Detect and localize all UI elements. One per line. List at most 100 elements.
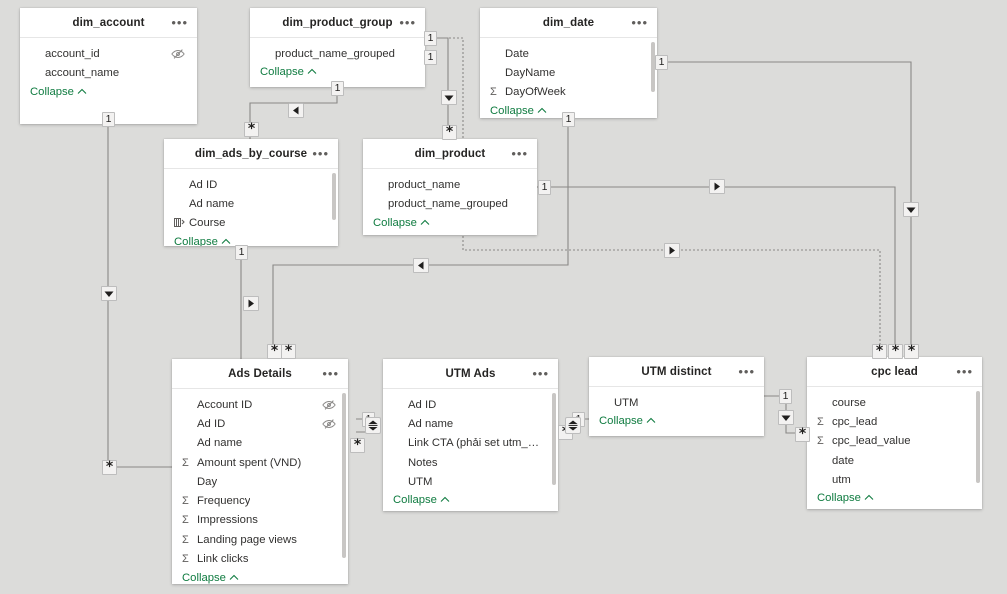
filter-direction-down-badge[interactable] — [441, 90, 457, 105]
cardinality-one-badge[interactable]: 1 — [779, 389, 792, 404]
cardinality-many-badge[interactable]: * — [102, 460, 117, 475]
filter-direction-left-badge[interactable] — [413, 258, 429, 273]
more-options-icon[interactable]: ••• — [312, 145, 329, 161]
cardinality-many-badge[interactable]: * — [442, 125, 457, 140]
more-options-icon[interactable]: ••• — [171, 14, 188, 30]
table-header-utm_distinct[interactable]: UTM distinct••• — [589, 357, 764, 387]
filter-direction-right-badge[interactable] — [243, 296, 259, 311]
collapse-button-utm_ads[interactable]: Collapse — [383, 491, 558, 511]
table-header-dim_product_group[interactable]: dim_product_group••• — [250, 8, 425, 38]
field-row[interactable]: course — [807, 393, 982, 412]
field-row[interactable]: UTM — [383, 472, 558, 491]
hidden-eye-icon[interactable] — [171, 48, 185, 59]
table-scrollbar[interactable] — [552, 393, 556, 485]
cardinality-one-badge[interactable]: 1 — [424, 31, 437, 46]
collapse-button-cpc_lead[interactable]: Collapse — [807, 489, 982, 509]
filter-direction-left-badge[interactable] — [288, 103, 304, 118]
field-row[interactable]: utm — [807, 470, 982, 489]
more-options-icon[interactable]: ••• — [631, 14, 648, 30]
filter-direction-both-badge[interactable] — [565, 417, 581, 434]
cardinality-many-badge[interactable]: * — [350, 438, 365, 453]
field-row[interactable]: Ad name — [164, 194, 338, 213]
field-row[interactable]: Date — [480, 44, 657, 63]
cardinality-many-badge[interactable]: * — [795, 427, 810, 442]
field-row[interactable]: Ad name — [383, 414, 558, 433]
field-row[interactable]: Ad ID — [383, 395, 558, 414]
table-scrollbar[interactable] — [651, 42, 655, 92]
table-header-cpc_lead[interactable]: cpc lead••• — [807, 357, 982, 387]
filter-direction-both-badge[interactable] — [365, 417, 381, 434]
cardinality-one-badge[interactable]: 1 — [331, 81, 344, 96]
cardinality-one-badge[interactable]: 1 — [424, 50, 437, 65]
field-row[interactable]: account_name — [20, 63, 197, 82]
collapse-button-dim_account[interactable]: Collapse — [20, 83, 197, 105]
more-options-icon[interactable]: ••• — [956, 363, 973, 379]
collapse-button-dim_product[interactable]: Collapse — [363, 214, 537, 235]
collapse-button-dim_product_group[interactable]: Collapse — [250, 63, 425, 85]
table-header-ads_details[interactable]: Ads Details••• — [172, 359, 348, 389]
collapse-button-dim_date[interactable]: Collapse — [480, 102, 657, 118]
collapse-button-dim_ads_by_course[interactable]: Collapse — [164, 233, 338, 246]
table-header-dim_ads_by_course[interactable]: dim_ads_by_course••• — [164, 139, 338, 169]
table-card-dim_product_group[interactable]: dim_product_group••• product_name_grouped… — [250, 8, 425, 87]
filter-direction-down-badge[interactable] — [903, 202, 919, 217]
table-scrollbar[interactable] — [976, 391, 980, 483]
table-header-utm_ads[interactable]: UTM Ads••• — [383, 359, 558, 389]
more-options-icon[interactable]: ••• — [511, 145, 528, 161]
field-row[interactable]: account_id — [20, 44, 197, 63]
cardinality-one-badge[interactable]: 1 — [235, 245, 248, 260]
hidden-eye-icon[interactable] — [322, 399, 336, 410]
field-row[interactable]: Ad ID — [172, 414, 348, 433]
field-row[interactable]: Ad ID — [164, 175, 338, 194]
field-row[interactable]: DayName — [480, 63, 657, 82]
field-row[interactable]: UTM — [589, 393, 764, 412]
field-row[interactable]: date — [807, 451, 982, 470]
field-row[interactable]: Link CTA (phải set utm_medium là… — [383, 434, 558, 453]
hidden-eye-icon[interactable] — [322, 418, 336, 429]
cardinality-many-badge[interactable]: * — [244, 122, 259, 137]
cardinality-many-badge[interactable]: * — [281, 344, 296, 359]
cardinality-many-badge[interactable]: * — [872, 344, 887, 359]
field-row[interactable]: Account ID — [172, 395, 348, 414]
field-row[interactable]: product_name_grouped — [363, 194, 537, 213]
field-row[interactable]: Course — [164, 214, 338, 233]
field-row[interactable]: Day — [172, 472, 348, 491]
field-row[interactable]: Ad name — [172, 434, 348, 453]
table-header-dim_product[interactable]: dim_product••• — [363, 139, 537, 169]
cardinality-one-badge[interactable]: 1 — [538, 180, 551, 195]
cardinality-many-badge[interactable]: * — [267, 344, 282, 359]
more-options-icon[interactable]: ••• — [532, 365, 549, 381]
field-row[interactable]: product_name — [363, 175, 537, 194]
table-scrollbar[interactable] — [342, 393, 346, 558]
collapse-button-utm_distinct[interactable]: Collapse — [589, 412, 764, 434]
cardinality-one-badge[interactable]: 1 — [562, 112, 575, 127]
field-row[interactable]: Notes — [383, 453, 558, 472]
cardinality-one-badge[interactable]: 1 — [102, 112, 115, 127]
filter-direction-right-badge[interactable] — [709, 179, 725, 194]
more-options-icon[interactable]: ••• — [399, 14, 416, 30]
cardinality-many-badge[interactable]: * — [904, 344, 919, 359]
cardinality-many-badge[interactable]: * — [888, 344, 903, 359]
more-options-icon[interactable]: ••• — [322, 365, 339, 381]
cardinality-one-badge[interactable]: 1 — [655, 55, 668, 70]
table-header-dim_account[interactable]: dim_account••• — [20, 8, 197, 38]
collapse-button-ads_details[interactable]: Collapse — [172, 569, 348, 584]
field-row[interactable]: product_name_grouped — [250, 44, 425, 63]
table-header-dim_date[interactable]: dim_date••• — [480, 8, 657, 38]
